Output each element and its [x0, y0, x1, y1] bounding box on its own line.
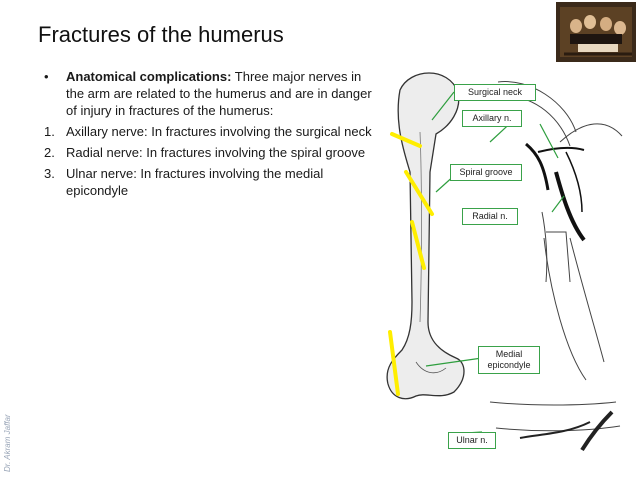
- author-credit: Dr. Akram Jaffar: [3, 414, 12, 472]
- label-axillary-nerve: Axillary n.: [462, 110, 522, 127]
- nerve-paths: [526, 144, 584, 240]
- label-spiral-groove: Spiral groove: [450, 164, 522, 181]
- point-number: 1.: [44, 123, 55, 140]
- humerus-bone: [387, 73, 464, 399]
- label-surgical-neck: Surgical neck: [454, 84, 536, 101]
- slide-title: Fractures of the humerus: [38, 22, 284, 48]
- intro-heading: Anatomical complications:: [66, 69, 231, 84]
- content-list: • Anatomical complications: Three major …: [40, 68, 380, 203]
- label-medial-epicondyle: Medial epicondyle: [478, 346, 540, 374]
- point-text: Ulnar nerve: In fractures involving the …: [66, 166, 323, 198]
- bullet-marker: •: [44, 68, 49, 85]
- humerus-figure: Surgical neck Axillary n. Spiral groove …: [370, 62, 638, 479]
- painting-thumbnail: [556, 2, 636, 62]
- point-text: Axillary nerve: In fractures involving t…: [66, 124, 372, 139]
- point-ulnar: 3. Ulnar nerve: In fractures involving t…: [40, 165, 380, 199]
- label-radial-nerve: Radial n.: [462, 208, 518, 225]
- point-number: 3.: [44, 165, 55, 182]
- arm-sketch: [490, 82, 622, 431]
- point-axillary: 1. Axillary nerve: In fractures involvin…: [40, 123, 380, 140]
- point-number: 2.: [44, 144, 55, 161]
- point-radial: 2. Radial nerve: In fractures involving …: [40, 144, 380, 161]
- label-ulnar-nerve: Ulnar n.: [448, 432, 496, 449]
- point-text: Radial nerve: In fractures involving the…: [66, 145, 365, 160]
- intro-bullet: • Anatomical complications: Three major …: [40, 68, 380, 119]
